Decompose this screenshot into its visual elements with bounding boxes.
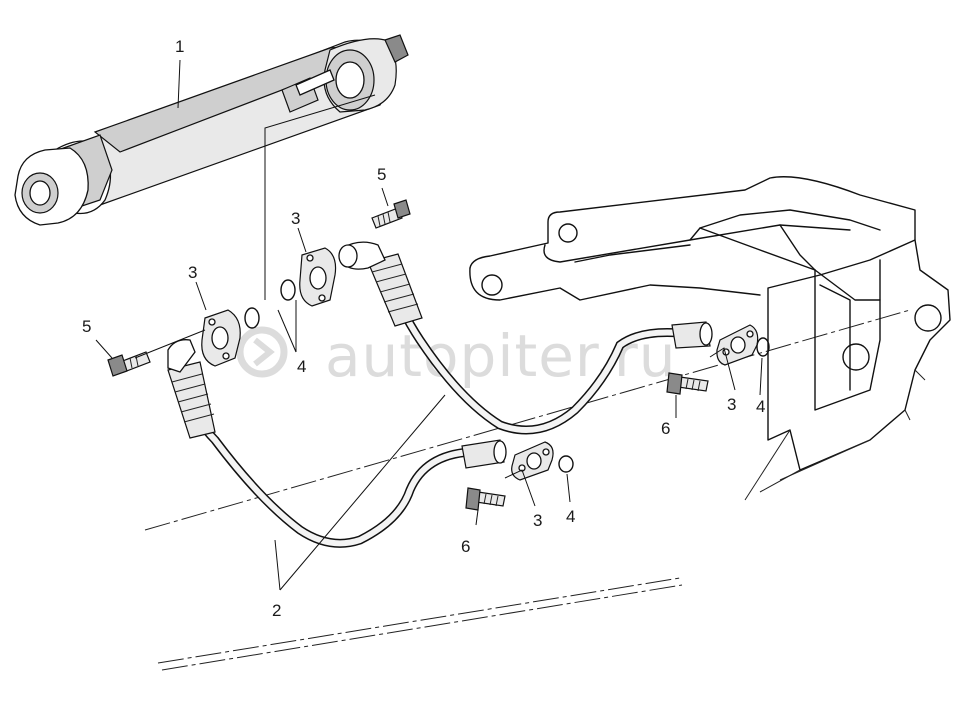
flange-left xyxy=(201,309,241,367)
oring-left xyxy=(244,307,260,329)
callout-2: 2 xyxy=(272,601,281,620)
oring-mid xyxy=(558,455,574,473)
ground-lines xyxy=(144,309,911,671)
callout-5-left: 5 xyxy=(82,317,91,336)
flange-mid xyxy=(511,441,554,481)
callout-4-right: 4 xyxy=(756,397,765,416)
callout-3-left: 3 xyxy=(188,263,197,282)
leader-lines xyxy=(95,59,763,591)
callout-6-mid: 6 xyxy=(461,537,470,556)
callout-3-right: 3 xyxy=(727,395,736,414)
bolt-left xyxy=(107,351,151,377)
flange-upper xyxy=(299,247,337,307)
watermark-text: autopiter.ru xyxy=(325,322,676,390)
oring-upper xyxy=(280,279,296,301)
callout-3-upper: 3 xyxy=(291,209,300,228)
hose-assembly-upper xyxy=(338,241,713,435)
callout-5-upper: 5 xyxy=(377,165,386,184)
bolt-right xyxy=(666,372,709,395)
machine-frame xyxy=(469,176,951,501)
callout-3-mid: 3 xyxy=(533,511,542,530)
callout-4-left: 4 xyxy=(297,357,306,376)
flange-right xyxy=(716,324,759,366)
orings xyxy=(244,279,770,473)
callout-6-right: 6 xyxy=(661,419,670,438)
callout-1: 1 xyxy=(175,37,184,56)
bolt-mid xyxy=(465,487,506,511)
callout-4-mid: 4 xyxy=(566,507,575,526)
callout-labels: 1 2 3 3 3 3 4 4 4 5 5 6 6 xyxy=(82,37,765,620)
hose-assembly-lower xyxy=(167,339,507,548)
oring-right xyxy=(756,337,770,357)
bolt-upper xyxy=(371,199,411,229)
hydraulic-cylinder xyxy=(14,34,409,226)
